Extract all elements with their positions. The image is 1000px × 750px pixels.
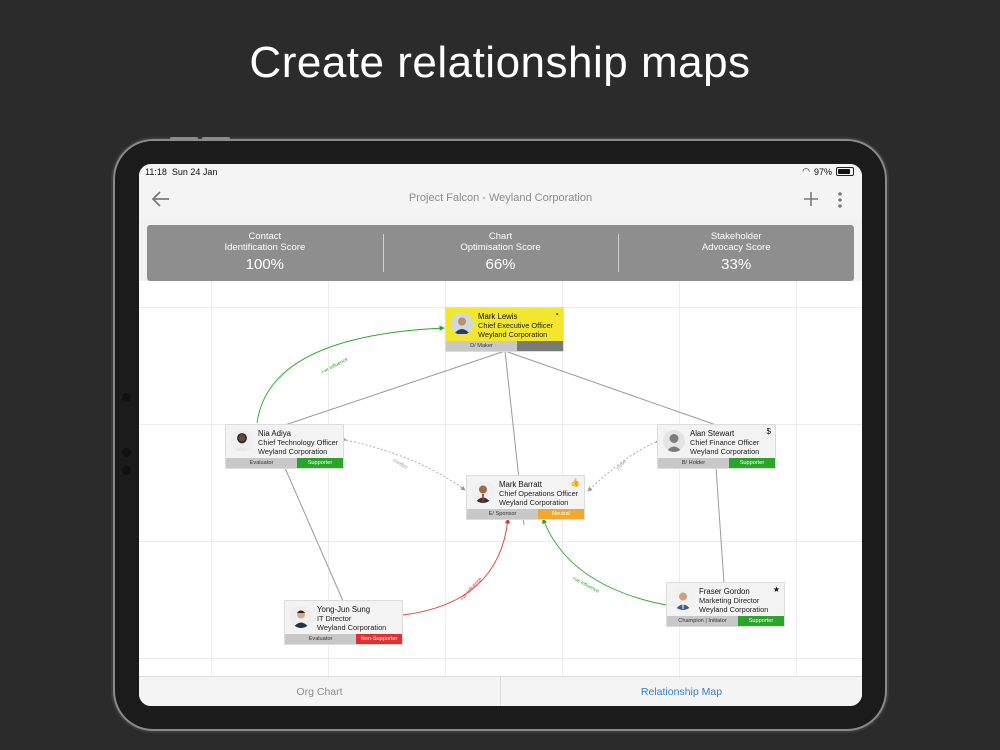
card-footer: B/ Holder Supporter <box>658 458 775 468</box>
contact-title: Chief Operations Officer <box>499 489 579 498</box>
star-icon: ★ <box>772 585 780 594</box>
link-label: +ve influence <box>459 576 483 602</box>
avatar <box>663 430 685 452</box>
influence-link <box>256 325 445 424</box>
top-button <box>170 137 198 140</box>
side-camera <box>122 466 131 475</box>
link-line <box>504 350 717 426</box>
status-time: 11:18 Sun 24 Jan <box>145 167 218 177</box>
contact-role: E/ Sponsor <box>467 509 538 519</box>
influence-link <box>542 518 667 606</box>
contact-role: D/ Maker <box>446 341 517 351</box>
side-camera <box>122 393 131 402</box>
nav-title: Project Falcon - Weyland Corporation <box>408 192 593 204</box>
card-footer: E/ Sponsor Neutral <box>467 509 584 519</box>
contact-status: Neutral <box>538 509 584 519</box>
side-camera <box>122 448 131 457</box>
contact-name: Mark Barratt <box>499 480 542 489</box>
contact-company: Weyland Corporation <box>699 605 769 614</box>
contact-card[interactable]: Fraser Gordon Marketing Director Weyland… <box>667 583 784 626</box>
link-label: close <box>615 459 628 472</box>
avatar <box>290 606 312 628</box>
contact-title: Chief Executive Officer <box>478 321 554 330</box>
link-label: +ve influence <box>320 356 349 375</box>
relationship-canvas[interactable]: +ve influence conflict close +ve influen… <box>139 281 862 676</box>
card-footer: Champion | Initiator Supporter <box>667 616 784 626</box>
avatar <box>231 430 253 452</box>
dollar-icon: $ <box>766 427 771 436</box>
battery-percent: 97% <box>813 166 832 177</box>
contact-role: Champion | Initiator <box>667 616 738 626</box>
contact-card[interactable]: Mark Lewis Chief Executive Officer Weyla… <box>446 308 563 351</box>
contact-card[interactable]: Mark Barratt Chief Operations Officer We… <box>467 476 584 519</box>
contact-name: Fraser Gordon <box>699 587 750 596</box>
contact-status: Supporter <box>729 458 775 468</box>
avatar <box>672 588 694 610</box>
headline: Create relationship maps <box>249 38 751 87</box>
contact-name: Yong-Jun Sung <box>317 605 371 614</box>
contact-company: Weyland Corporation <box>258 447 328 456</box>
contact-company: Weyland Corporation <box>499 498 569 507</box>
conflict-link <box>341 436 466 491</box>
link-line <box>715 467 725 584</box>
contact-title: Chief Technology Officer <box>258 438 339 447</box>
link-line <box>284 467 344 602</box>
app-screen: 11:18 Sun 24 Jan ◠ 97% Project Falcon - … <box>139 164 862 706</box>
card-footer: D/ Maker <box>446 341 563 351</box>
tab-org-chart[interactable]: Org Chart <box>296 686 343 698</box>
contact-status: Supporter <box>297 458 343 468</box>
contact-name: Alan Stewart <box>690 429 735 438</box>
contact-company: Weyland Corporation <box>317 623 387 632</box>
contact-card[interactable]: Alan Stewart Chief Finance Officer Weyla… <box>658 425 775 468</box>
battery-icon <box>836 167 854 176</box>
relationship-links: +ve influence conflict close +ve influen… <box>256 325 725 616</box>
contact-role: B/ Holder <box>658 458 729 468</box>
arrow-left-icon[interactable] <box>149 188 173 210</box>
score-value: 33% <box>721 256 752 273</box>
navbar: Project Falcon - Weyland Corporation <box>139 180 862 218</box>
pie-icon: ◔ <box>554 310 559 319</box>
wifi-icon: ◠ <box>802 166 810 176</box>
contact-role: Evaluator <box>226 458 297 468</box>
thumbs-up-icon: 👍 <box>570 478 580 487</box>
score-value: 100% <box>245 256 285 273</box>
plus-icon[interactable] <box>800 188 822 210</box>
link-line <box>284 350 506 426</box>
link-label: +ve influence <box>571 575 600 594</box>
contact-name: Mark Lewis <box>478 312 518 321</box>
avatar <box>472 481 494 503</box>
influence-link <box>402 518 511 616</box>
link-label: conflict <box>392 458 409 472</box>
contact-company: Weyland Corporation <box>690 447 760 456</box>
contact-status: Non-Supporter <box>356 634 402 644</box>
contact-card[interactable]: Yong-Jun Sung IT Director Weyland Corpor… <box>285 601 402 644</box>
tab-bar: Org Chart Relationship Map <box>139 676 862 706</box>
avatar <box>451 313 473 335</box>
contact-title: Marketing Director <box>699 596 760 605</box>
contact-status: Supporter <box>738 616 784 626</box>
status-right: ◠ 97% <box>802 166 854 177</box>
more-vertical-icon[interactable] <box>830 190 850 210</box>
contact-company: Weyland Corporation <box>478 330 548 339</box>
contact-role: Evaluator <box>285 634 356 644</box>
card-footer: Evaluator Supporter <box>226 458 343 468</box>
card-footer: Evaluator Non-Supporter <box>285 634 402 644</box>
contact-title: IT Director <box>317 614 352 623</box>
contact-status <box>517 341 563 351</box>
top-button <box>202 137 230 140</box>
contact-name: Nia Adiya <box>258 429 291 438</box>
tab-relationship-map[interactable]: Relationship Map <box>500 677 862 706</box>
contact-title: Chief Finance Officer <box>690 438 760 447</box>
status-bar: 11:18 Sun 24 Jan ◠ 97% <box>139 164 862 180</box>
contact-card[interactable]: Nia Adiya Chief Technology Officer Weyla… <box>226 425 343 468</box>
score-value: 66% <box>485 256 516 273</box>
